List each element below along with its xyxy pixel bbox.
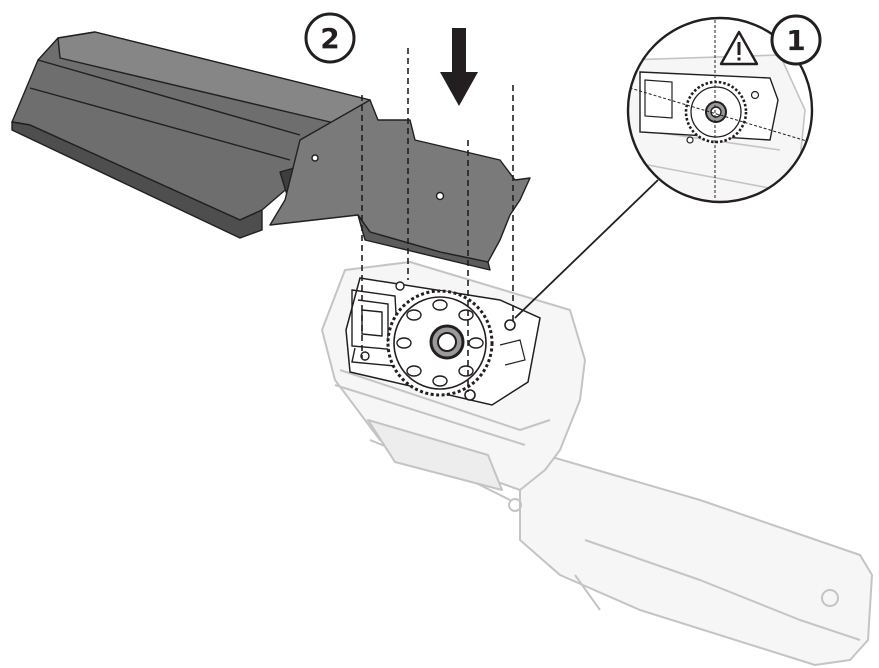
screw: [395, 281, 405, 291]
gear-holes: [396, 299, 484, 387]
screw: [504, 319, 516, 331]
step-badge-2: 2: [304, 12, 356, 64]
step-badge-1: 1: [770, 14, 822, 66]
alignment-guides: [361, 48, 514, 392]
scanner-handle: [519, 454, 873, 666]
plate-hole: [435, 191, 445, 201]
step-label-2: 2: [320, 22, 339, 55]
callout-connector: [514, 179, 659, 319]
scanner-window: [367, 419, 503, 491]
bracket-plate: [269, 99, 531, 263]
screw: [464, 389, 476, 401]
callout-magnifier: [626, 16, 814, 204]
screw: [360, 351, 370, 361]
arrow-down-icon: [440, 28, 478, 106]
warning-triangle-icon: [719, 30, 759, 66]
gear-mechanism: [345, 277, 541, 406]
mounting-bracket: [11, 31, 531, 271]
step-label-1: 1: [786, 24, 805, 57]
